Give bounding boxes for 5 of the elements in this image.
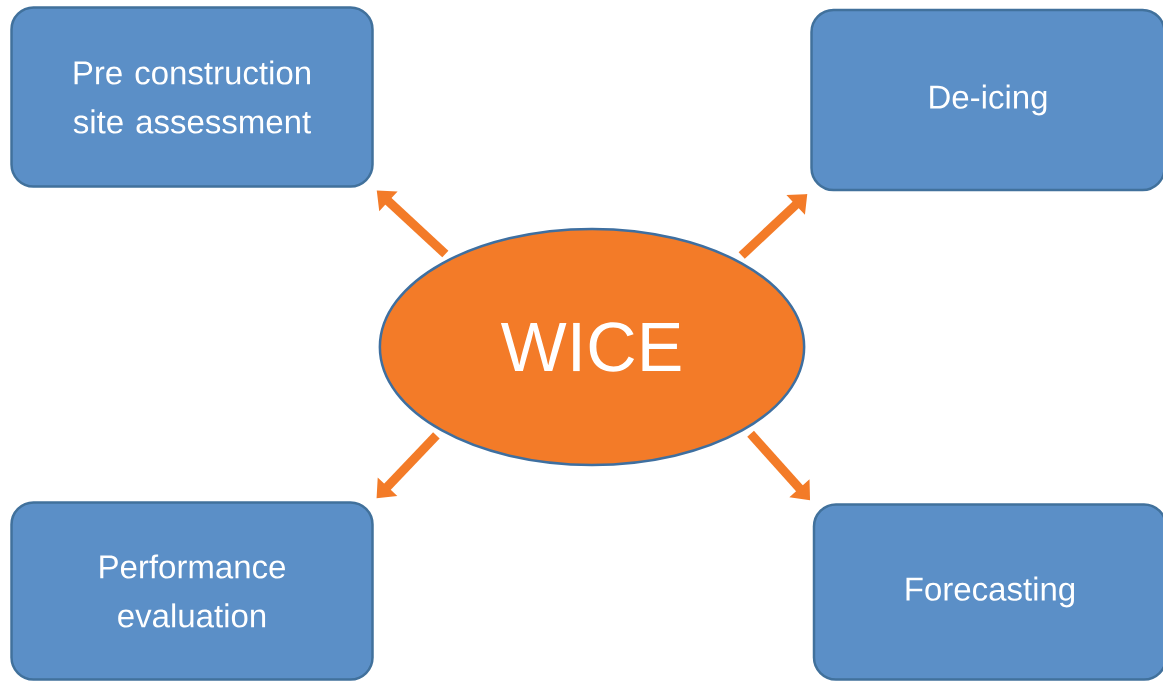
arrow [376, 432, 440, 499]
process-box: Pre construction site assessment [10, 6, 374, 188]
process-box: Performance evaluation [10, 501, 374, 681]
process-box: De-icing [810, 8, 1163, 192]
process-box: Forecasting [812, 503, 1163, 681]
